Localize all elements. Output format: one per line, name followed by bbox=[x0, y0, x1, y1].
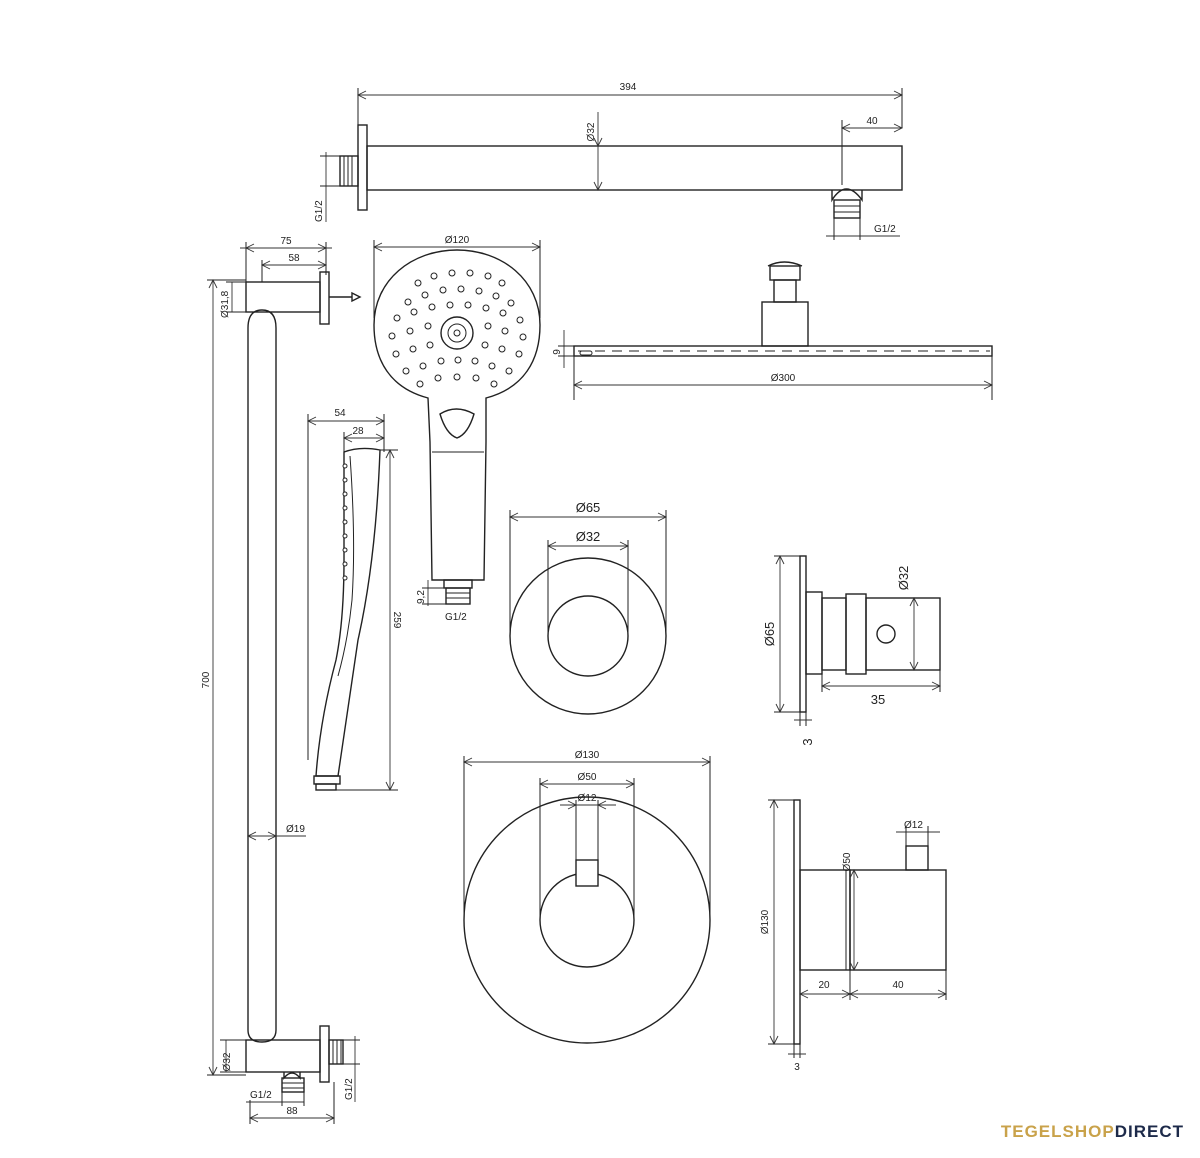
dim-arm-diameter: Ø32 bbox=[586, 122, 597, 141]
dim-arm-end: 40 bbox=[866, 116, 878, 127]
dim-stop-side-body: Ø32 bbox=[896, 566, 911, 591]
dim-stop-side-diameter: Ø65 bbox=[762, 622, 777, 647]
dim-bar-length: 700 bbox=[201, 671, 212, 688]
thermostat-rose-front: Ø130 Ø50 Ø12 bbox=[462, 750, 712, 1044]
shower-arm: 394 G1/2 Ø32 40 G1/2 bbox=[314, 82, 904, 240]
dim-large-rose-knob: Ø12 bbox=[578, 793, 597, 804]
dim-large-rose-outer: Ø130 bbox=[575, 750, 600, 761]
dim-rain-head-height: 9 bbox=[552, 349, 563, 355]
thermostat-side: Ø12 Ø50 Ø130 20 40 3 bbox=[760, 798, 948, 1073]
dim-rain-head-diameter: Ø300 bbox=[771, 373, 796, 384]
brand-part-2: DIRECT bbox=[1114, 1122, 1184, 1141]
dim-bar-bottom-thread-left: G1/2 bbox=[250, 1090, 272, 1101]
dim-bracket-75: 75 bbox=[280, 236, 292, 247]
dim-bracket-58: 58 bbox=[288, 253, 300, 264]
dim-thermo-side-40: 40 bbox=[892, 980, 904, 991]
dim-arm-thread-left: G1/2 bbox=[314, 200, 325, 222]
dim-small-rose-inner: Ø32 bbox=[576, 529, 601, 544]
stop-valve-rose-front: Ø65 Ø32 bbox=[508, 500, 668, 715]
hand-shower-side: 54 28 259 bbox=[306, 408, 402, 792]
dim-hand-thread-height: 9,2 bbox=[416, 590, 427, 604]
dim-bar-bottom-thread-right: G1/2 bbox=[344, 1078, 355, 1100]
dim-large-rose-mid: Ø50 bbox=[578, 772, 597, 783]
dim-thermo-side-knob: Ø12 bbox=[904, 820, 923, 831]
dim-hand-thread: G1/2 bbox=[445, 612, 467, 623]
brand-part-1: TEGELSHOP bbox=[1000, 1122, 1115, 1141]
hand-shower-front: Ø120 bbox=[372, 235, 542, 623]
dim-arm-length: 394 bbox=[620, 82, 637, 93]
dim-thermo-side-body: Ø50 bbox=[842, 852, 853, 871]
dim-small-rose-outer: Ø65 bbox=[576, 500, 601, 515]
dim-bar-diameter: Ø19 bbox=[286, 824, 305, 835]
dim-bar-top-diameter: Ø31,8 bbox=[220, 290, 231, 318]
stop-valve-side: Ø65 Ø32 35 3 bbox=[762, 554, 942, 746]
dim-hand-side-54: 54 bbox=[334, 408, 346, 419]
dim-thermo-side-plate: 3 bbox=[794, 1062, 800, 1073]
dim-hand-length: 259 bbox=[391, 612, 402, 629]
dim-stop-side-plate: 3 bbox=[800, 738, 815, 745]
brand-logo: TEGELSHOPDIRECT bbox=[1001, 1122, 1184, 1142]
dim-thermo-side-20: 20 bbox=[818, 980, 830, 991]
dim-bar-bottom-width: 88 bbox=[286, 1106, 298, 1117]
dim-bar-bottom-diameter: Ø32 bbox=[222, 1052, 233, 1071]
dim-arm-thread-right: G1/2 bbox=[874, 224, 896, 235]
slide-bar: 75 58 Ø31,8 700 Ø19 bbox=[201, 236, 362, 1124]
dim-stop-side-length: 35 bbox=[871, 692, 885, 707]
dim-hand-side-28: 28 bbox=[352, 426, 364, 437]
dim-thermo-side-diameter: Ø130 bbox=[760, 909, 771, 934]
dim-hand-head-diameter: Ø120 bbox=[445, 235, 470, 246]
rain-head: 9 Ø300 bbox=[552, 261, 994, 400]
